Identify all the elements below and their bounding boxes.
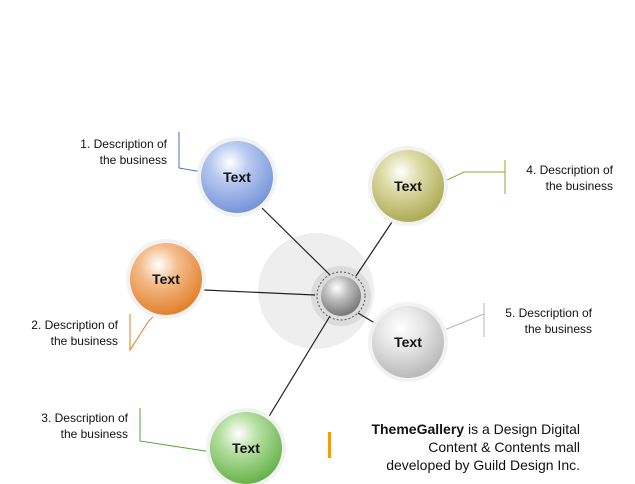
description-2-line1: 2. Description of	[31, 318, 118, 332]
footer-line2: Content & Contents mall	[428, 439, 580, 455]
connector-3	[267, 315, 331, 419]
description-3-line2: the business	[60, 427, 128, 441]
description-4-line2: the business	[545, 179, 613, 193]
description-1: 1. Description of the business	[80, 136, 167, 168]
bubble-2	[130, 243, 202, 315]
bubble-1	[201, 141, 273, 213]
callout-leader-1	[178, 132, 203, 173]
callout-leader-3	[139, 408, 219, 454]
bubble-3-label: Text	[232, 440, 260, 456]
description-4: 4. Description of the business	[526, 162, 613, 194]
description-3-line1: 3. Description of	[41, 411, 128, 425]
footer-line1: ThemeGallery is a Design Digital	[330, 420, 580, 438]
bubble-2-label: Text	[152, 271, 180, 287]
connector-2	[203, 289, 316, 296]
description-1-line1: 1. Description of	[80, 137, 167, 151]
hub-dashed-ring	[316, 271, 366, 321]
footer-brand: ThemeGallery	[371, 421, 465, 437]
connector-1	[261, 207, 331, 276]
hub-ball	[321, 276, 361, 316]
bubble-4-label: Text	[394, 178, 422, 194]
description-5-line1: 5. Description of	[505, 306, 592, 320]
description-5: 5. Description of the business	[505, 305, 592, 337]
bubble-3	[210, 412, 282, 484]
bubble-4	[372, 150, 444, 222]
description-4-line1: 4. Description of	[526, 163, 613, 177]
footer-line1-rest: is a Design Digital	[464, 421, 580, 437]
bubble-5	[372, 306, 444, 378]
description-1-line2: the business	[99, 153, 167, 167]
bubble-1-label: Text	[223, 169, 251, 185]
description-2-line2: the business	[50, 334, 118, 348]
footer-text: ThemeGallery is a Design Digital Content…	[330, 420, 580, 474]
description-3: 3. Description of the business	[41, 410, 128, 442]
connector-4	[355, 221, 393, 277]
callout-leader-4	[427, 160, 506, 194]
footer-line3: developed by Guild Design Inc.	[386, 457, 580, 473]
description-2: 2. Description of the business	[31, 317, 118, 349]
bubble-5-label: Text	[394, 334, 422, 350]
description-5-line2: the business	[524, 322, 592, 336]
callout-leader-5	[421, 303, 485, 340]
footer-accent-bar	[328, 432, 331, 458]
